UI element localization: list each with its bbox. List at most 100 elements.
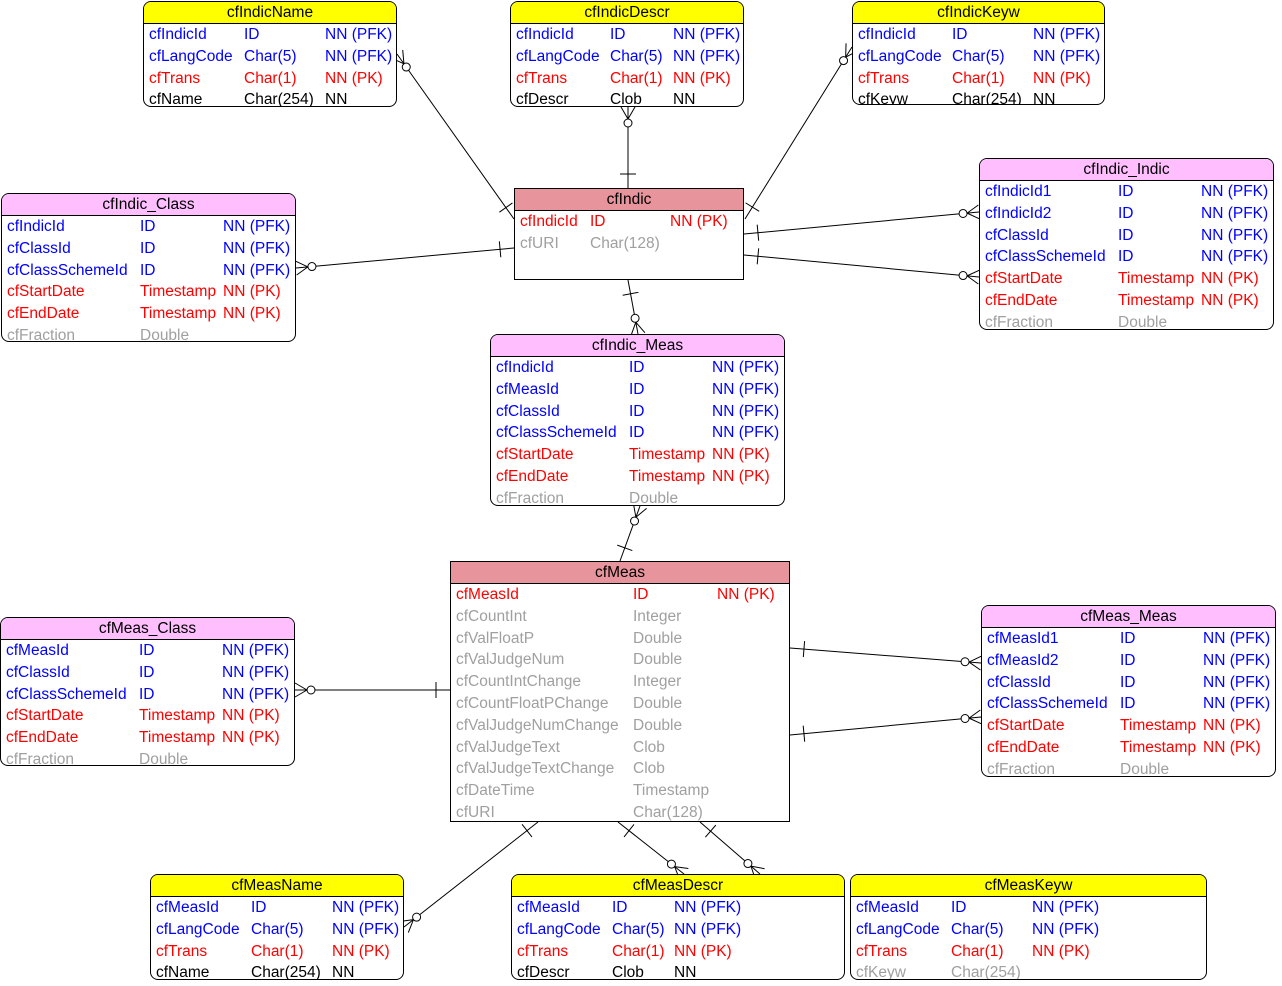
attribute-constraint: NN (PK) [712,467,770,485]
attribute-constraint: NN (PFK) [1201,226,1269,244]
attribute-constraint: NN (PK) [223,305,281,323]
entity-title: cfIndicDescr [511,2,743,24]
attribute-type: ID [139,663,155,681]
attribute-constraint: NN (PFK) [1201,204,1269,222]
attribute-constraint: NN (PFK) [674,920,742,938]
attribute-type: ID [1120,651,1136,669]
zero-marker [630,313,640,323]
attribute-type: ID [1118,204,1134,222]
many-marker [635,508,647,518]
attribute-type: ID [612,899,628,916]
attribute-type: Timestamp [139,729,216,747]
attribute-type: ID [629,359,645,376]
attribute-type: Char(1) [612,942,665,960]
attribute-name: cfMeasId [6,642,69,659]
one-marker [617,544,633,552]
attribute-name: cfFraction [7,326,76,342]
many-marker [296,266,309,276]
attribute-name: cfStartDate [496,446,574,464]
attribute-type: Char(128) [590,234,660,252]
many-marker [294,689,308,698]
attribute-name: cfURI [520,234,559,252]
entity-title: cfMeas [451,562,789,584]
attribute-row: cfValFloatP Double [451,628,789,650]
many-marker [674,866,689,869]
relationship-line [743,211,980,235]
relationship-cfIndic-cfIndicDescr [620,106,636,188]
zero-marker [960,657,970,667]
attribute-type: Double [633,629,683,647]
attribute-constraint: NN (PFK) [1203,630,1271,647]
attribute-type: ID [1120,695,1136,713]
entity-title: cfIndic [515,189,743,211]
attribute-type: Clob [633,760,665,778]
attribute-name: cfStartDate [7,283,85,301]
attribute-constraint: NN (PK) [332,942,390,960]
attribute-name: cfTrans [856,942,908,960]
attribute-row: cfStartDate Timestamp NN (PK) [491,444,784,466]
attribute-constraint: NN (PFK) [1033,47,1101,65]
attribute-type: Timestamp [629,446,706,464]
attribute-constraint: NN (PFK) [1203,695,1271,713]
attribute-name: cfKeyw [856,964,906,980]
attribute-name: cfStartDate [6,707,84,725]
attribute-type: Clob [612,964,644,980]
attribute-constraint: NN (PK) [1203,738,1261,756]
attribute-constraint: NN (PK) [1203,717,1261,735]
many-marker [750,865,765,870]
zero-marker [307,262,317,272]
attribute-name: cfLangCode [149,47,233,65]
attribute-type: Char(1) [610,69,663,87]
many-marker [968,709,981,719]
attribute-name: cfIndicId [520,213,578,230]
attribute-constraint: NN [1033,91,1056,105]
attribute-name: cfCountInt [456,607,527,625]
relationship-line [396,53,515,220]
entity-title: cfIndic_Meas [491,335,784,357]
attribute-constraint: NN (PK) [717,586,775,603]
attribute-type: Char(1) [244,69,297,87]
attribute-constraint: NN (PFK) [332,899,400,916]
attribute-constraint: NN (PK) [712,446,770,464]
attribute-constraint: NN (PK) [1201,291,1259,309]
attribute-name: cfValFloatP [456,629,535,647]
attribute-constraint: NN [673,91,696,107]
attribute-name: cfClassId [496,402,560,420]
attribute-type: Double [633,694,683,712]
attribute-name: cfURI [456,803,495,821]
attribute-constraint: NN (PFK) [332,920,400,938]
attribute-type: Char(5) [244,47,297,65]
relationship-line [619,505,641,562]
relationship-line [743,254,980,278]
attribute-name: cfMeasId2 [987,651,1059,669]
